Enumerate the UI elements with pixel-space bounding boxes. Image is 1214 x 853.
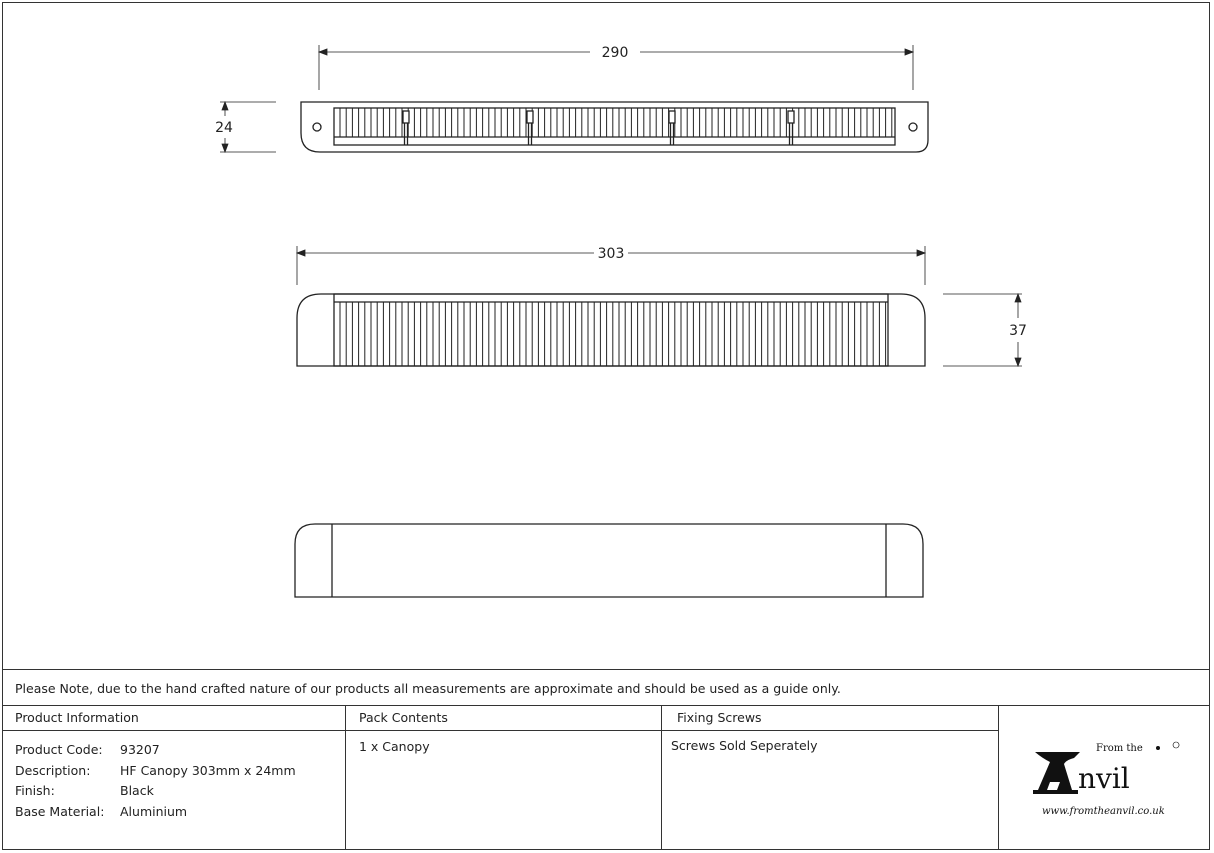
dim-label-middle-width: 303 bbox=[598, 246, 625, 262]
fixing-screws-value: Screws Sold Seperately bbox=[671, 738, 818, 753]
from-the-anvil-logo: From the nvil www.fromtheanvil.co.uk bbox=[1033, 741, 1180, 817]
row-value: 93207 bbox=[120, 742, 160, 757]
technical-drawing: 290 24 303 37 bbox=[215, 45, 1027, 598]
product-info-row: Description: HF Canopy 303mm x 24mm bbox=[15, 761, 345, 782]
top-view bbox=[300, 101, 929, 153]
row-label: Base Material: bbox=[15, 803, 105, 819]
dim-label-top-height: 24 bbox=[215, 120, 233, 136]
row-label: Finish: bbox=[15, 783, 55, 798]
pack-contents-value: 1 x Canopy bbox=[359, 739, 430, 754]
svg-text:From the: From the bbox=[1096, 743, 1143, 754]
measurement-note: Please Note, due to the hand crafted nat… bbox=[2, 669, 1210, 706]
fixing-screws: Fixing Screws Screws Sold Seperately bbox=[662, 706, 999, 850]
product-info-row: Finish: Black bbox=[15, 781, 345, 802]
row-value: Black bbox=[120, 783, 154, 798]
row-value: HF Canopy 303mm x 24mm bbox=[120, 762, 296, 778]
product-info-row: Base Material: Aluminium bbox=[15, 802, 345, 823]
rear-view-outline bbox=[294, 523, 924, 598]
vent-grille bbox=[333, 107, 896, 146]
fixing-hole-right bbox=[908, 122, 918, 132]
dim-label-middle-height: 37 bbox=[1009, 323, 1027, 339]
dimension-middle-height bbox=[943, 292, 1022, 368]
dimension-middle-width bbox=[295, 246, 927, 285]
row-value: Aluminium bbox=[120, 803, 188, 819]
pack-contents: Pack Contents 1 x Canopy bbox=[346, 706, 662, 850]
rear-view bbox=[294, 523, 924, 598]
fixing-screws-header: Fixing Screws bbox=[662, 706, 998, 731]
svg-text:nvil: nvil bbox=[1078, 762, 1130, 795]
svg-text:www.fromtheanvil.co.uk: www.fromtheanvil.co.uk bbox=[1042, 806, 1165, 817]
clip bbox=[668, 110, 676, 124]
pack-contents-header: Pack Contents bbox=[346, 706, 661, 731]
front-view bbox=[296, 293, 926, 367]
clip bbox=[787, 110, 795, 124]
top-view-outline bbox=[300, 101, 929, 153]
dim-label-top-width: 290 bbox=[602, 45, 629, 61]
row-label: Description: bbox=[15, 762, 91, 778]
row-label: Product Code: bbox=[15, 742, 103, 757]
front-view-outline bbox=[296, 293, 926, 367]
product-info-row: Product Code: 93207 bbox=[15, 740, 345, 761]
front-grille bbox=[333, 293, 889, 367]
product-info-header: Product Information bbox=[2, 706, 345, 731]
dimension-top-height bbox=[220, 100, 276, 154]
clip bbox=[526, 110, 534, 124]
fixing-hole-left bbox=[312, 122, 322, 132]
dimension-top-width bbox=[317, 45, 915, 90]
clip bbox=[402, 110, 410, 124]
